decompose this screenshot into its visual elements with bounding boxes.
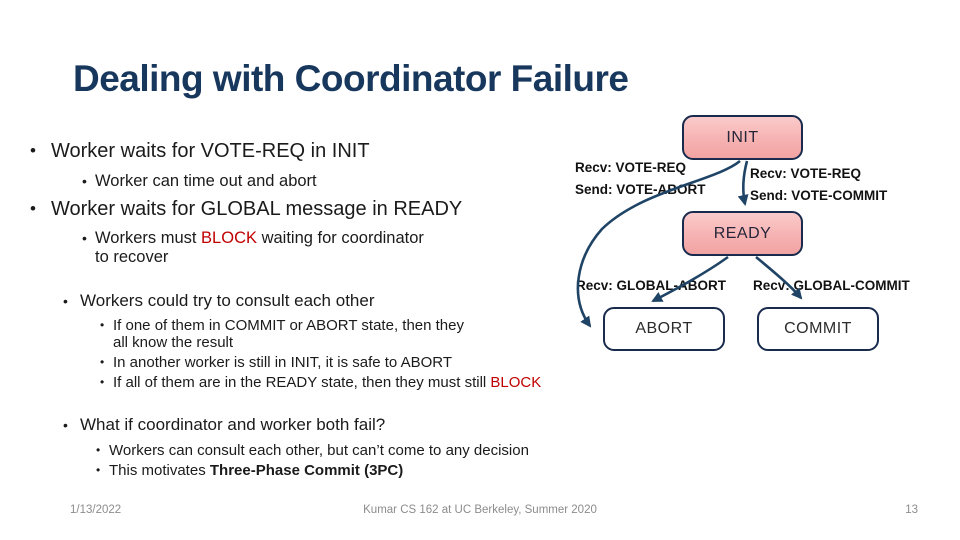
bullet-dot: • (96, 443, 101, 457)
edge-label-ready-to-abort: Recv: GLOBAL-ABORT (576, 278, 727, 293)
block-highlight: BLOCK (201, 229, 257, 247)
bullet-worker-waits-global: • Worker waits for GLOBAL message in REA… (30, 197, 462, 221)
state-box-abort: ABORT (603, 307, 725, 351)
bullet-text: If all of them are in the READY state, t… (113, 374, 542, 391)
bullet-another-in-init: • In another worker is still in INIT, it… (100, 354, 452, 371)
bullet-dot: • (82, 173, 87, 189)
bullet-consult-no-decision: • Workers can consult each other, but ca… (96, 442, 529, 459)
bullet-workers-consult: • Workers could try to consult each othe… (63, 291, 375, 311)
state-box-init: INIT (682, 115, 803, 160)
bullet-text-line2: to recover (95, 248, 169, 266)
bullet-dot: • (30, 199, 36, 218)
arrow-init-to-ready (737, 160, 749, 206)
page-title: Dealing with Coordinator Failure (73, 58, 629, 99)
bullet-both-fail-question: • What if coordinator and worker both fa… (63, 415, 385, 435)
state-box-commit: COMMIT (757, 307, 879, 351)
bullet-text: This motivates Three-Phase Commit (3PC) (109, 462, 404, 479)
footer-page-number: 13 (905, 504, 918, 516)
bullet-worker-timeout-abort: • Worker can time out and abort (82, 172, 317, 191)
edge-label-line: Send: VOTE-ABORT (575, 182, 706, 197)
bullet-text: If one of them in COMMIT or ABORT state,… (113, 317, 464, 351)
bullet-text: Workers could try to consult each other (80, 291, 375, 310)
bullet-text: Worker waits for GLOBAL message in READY (51, 198, 463, 220)
bullet-dot: • (30, 141, 36, 160)
bullet-dot: • (96, 463, 101, 477)
footer-date: 1/13/2022 (70, 504, 122, 516)
state-box-ready: READY (682, 211, 803, 256)
bullet-text: Workers can consult each other, but can’… (109, 442, 529, 459)
bullet-text: What if coordinator and worker both fail… (80, 415, 386, 434)
bullet-dot: • (63, 293, 68, 309)
bullet-text: Worker waits for VOTE-REQ in INIT (51, 140, 370, 162)
bullet-dot: • (100, 375, 105, 389)
edge-label-init-to-ready: Recv: VOTE-REQ Send: VOTE-COMMIT (750, 163, 887, 207)
bullet-text-line2: all know the result (113, 334, 234, 351)
edge-label-ready-to-commit: Recv: GLOBAL-COMMIT (753, 278, 910, 293)
bullet-motivates-3pc: • This motivates Three-Phase Commit (3PC… (96, 462, 403, 479)
edge-label-line: Recv: VOTE-REQ (575, 160, 687, 175)
bullet-worker-waits-vote-req: • Worker waits for VOTE-REQ in INIT (30, 139, 370, 163)
bullet-text: Worker can time out and abort (95, 172, 317, 190)
bullet-all-ready-block: • If all of them are in the READY state,… (100, 374, 541, 391)
bullet-one-in-commit-abort: • If one of them in COMMIT or ABORT stat… (100, 317, 464, 351)
bullet-dot: • (82, 230, 87, 246)
footer-credit: Kumar CS 162 at UC Berkeley, Summer 2020 (363, 504, 597, 516)
three-phase-commit-emphasis: Three-Phase Commit (3PC) (209, 462, 404, 479)
edge-label-init-to-abort: Recv: VOTE-REQ Send: VOTE-ABORT (575, 157, 706, 201)
bullet-dot: • (63, 417, 68, 433)
bullet-dot: • (100, 355, 105, 369)
edge-label-line: Recv: VOTE-REQ (750, 166, 862, 181)
bullet-dot: • (100, 318, 105, 332)
bullet-workers-must-block: • Workers must BLOCK waiting for coordin… (82, 229, 424, 267)
block-highlight: BLOCK (490, 374, 542, 391)
bullet-text: Workers must BLOCK waiting for coordinat… (95, 229, 424, 266)
edge-label-line: Send: VOTE-COMMIT (750, 188, 888, 203)
bullet-text: In another worker is still in INIT, it i… (113, 354, 453, 371)
slide-footer: 1/13/2022 Kumar CS 162 at UC Berkeley, S… (0, 504, 960, 524)
